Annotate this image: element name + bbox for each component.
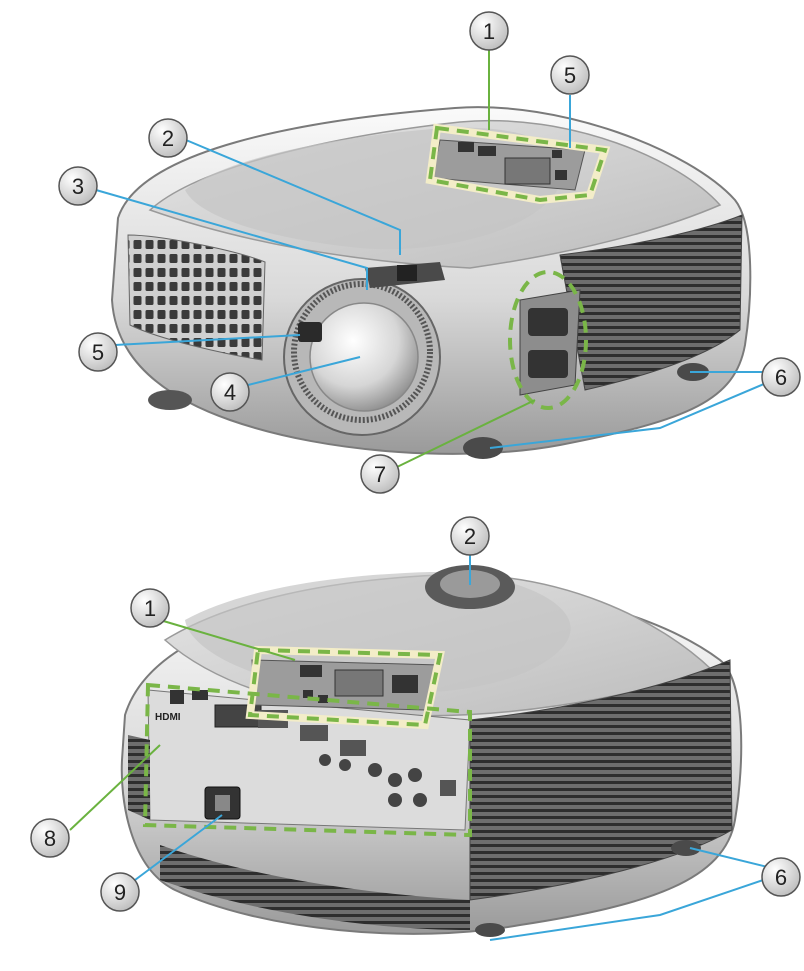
svg-text:7: 7 — [374, 462, 386, 487]
rear-foot-right — [671, 840, 701, 856]
callout-bottom-9: 9 — [100, 872, 140, 912]
svg-text:1: 1 — [144, 596, 156, 621]
callout-bottom-2: 2 — [450, 516, 490, 556]
side-io-panel — [519, 289, 581, 396]
callout-top-2: 2 — [148, 118, 188, 158]
rear-right-vent — [469, 659, 733, 901]
front-ir-receiver — [298, 322, 322, 342]
callout-top-7: 7 — [360, 454, 400, 494]
svg-text:6: 6 — [775, 865, 787, 890]
rear-bottom-vent — [160, 845, 470, 930]
callout-bottom-6: 6 — [761, 857, 801, 897]
callout-top-4: 4 — [210, 372, 250, 412]
callouts-top: 1 5 2 3 5 4 7 6 — [58, 11, 801, 494]
svg-text:6: 6 — [775, 365, 787, 390]
callout-top-5a: 5 — [550, 55, 590, 95]
callout-bottom-8: 8 — [30, 818, 70, 858]
callout-top-1: 1 — [469, 11, 509, 51]
front-foot-left — [148, 390, 192, 410]
projector-rear-view: HDMI — [120, 565, 743, 937]
svg-text:3: 3 — [72, 174, 84, 199]
svg-text:2: 2 — [464, 524, 476, 549]
callout-bottom-1: 1 — [130, 588, 170, 628]
rear-control-panel — [251, 659, 441, 711]
callouts-bottom: 2 1 8 9 6 — [30, 516, 801, 912]
svg-text:4: 4 — [224, 380, 236, 405]
highlight-port-panel-rear — [142, 682, 472, 838]
callout-top-3: 3 — [58, 166, 98, 206]
svg-text:5: 5 — [92, 340, 104, 365]
lens — [309, 302, 419, 412]
svg-text:8: 8 — [44, 826, 56, 851]
front-foot-right — [463, 437, 503, 459]
leader-lines — [69, 50, 781, 941]
callout-top-5b: 5 — [78, 332, 118, 372]
hdmi-label: HDMI — [155, 712, 181, 723]
front-left-vent — [127, 234, 266, 361]
front-right-vent — [559, 214, 743, 391]
highlight-io-panel-top — [508, 270, 588, 410]
svg-text:1: 1 — [483, 19, 495, 44]
top-control-panel — [431, 139, 586, 191]
rear-foot-front — [475, 923, 505, 937]
projector-front-view — [110, 106, 752, 459]
zoom-ring — [291, 281, 433, 423]
svg-text:5: 5 — [564, 63, 576, 88]
callout-top-6: 6 — [761, 357, 801, 397]
svg-text:2: 2 — [162, 126, 174, 151]
svg-text:9: 9 — [114, 880, 126, 905]
